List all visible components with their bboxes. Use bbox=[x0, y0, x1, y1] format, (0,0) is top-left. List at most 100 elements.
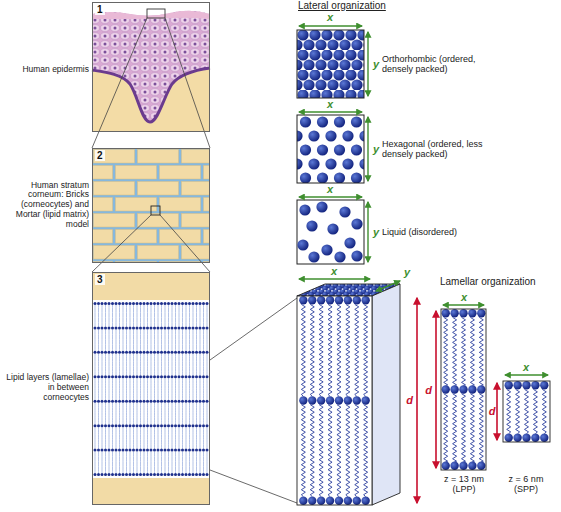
lipid-tail bbox=[203, 329, 204, 350]
lipid-head bbox=[150, 302, 153, 305]
lipid-tail bbox=[172, 427, 173, 448]
lipid-head bbox=[125, 400, 128, 403]
lipid-tail bbox=[189, 305, 190, 326]
lipid-tail bbox=[130, 403, 131, 424]
lipid-tail bbox=[193, 329, 194, 350]
lipid-head bbox=[178, 473, 181, 476]
lipid-head bbox=[136, 400, 139, 403]
lipid-head bbox=[326, 396, 334, 404]
lipid-tail bbox=[95, 403, 96, 424]
lipid-tail bbox=[102, 378, 103, 399]
lipid-head bbox=[101, 375, 104, 378]
lipid-head bbox=[181, 473, 184, 476]
lipid-tail bbox=[133, 427, 134, 448]
lipid-tail bbox=[203, 452, 204, 473]
lipid-tail bbox=[158, 403, 159, 424]
lipid-tail bbox=[310, 405, 314, 497]
lipid-head bbox=[132, 302, 135, 305]
lipid-tail bbox=[144, 329, 145, 350]
lipid-head bbox=[129, 473, 132, 476]
lipid-tail bbox=[137, 452, 138, 473]
lipid-tail bbox=[172, 305, 173, 326]
lipid-head bbox=[513, 434, 521, 442]
lipid-tail bbox=[189, 378, 190, 399]
lipid-tail bbox=[116, 305, 117, 326]
axis-label: x bbox=[457, 292, 471, 303]
size-label: z = 13 nm (LPP) bbox=[438, 474, 490, 495]
lipid-head bbox=[94, 424, 97, 427]
lipid-tail bbox=[147, 403, 148, 424]
lipid-head bbox=[171, 375, 174, 378]
lipid-head bbox=[153, 473, 156, 476]
lipid-tail bbox=[112, 452, 113, 473]
lipid-head bbox=[129, 400, 132, 403]
illustration-shape bbox=[367, 32, 368, 96]
lipid-tail bbox=[116, 329, 117, 350]
lipid-tail bbox=[126, 329, 127, 350]
lipid-tail bbox=[126, 427, 127, 448]
lipid-head bbox=[477, 385, 485, 393]
illustration-shape bbox=[297, 115, 364, 183]
lipid-head bbox=[146, 400, 149, 403]
illustration-shape bbox=[299, 278, 370, 279]
lipid-head bbox=[132, 424, 135, 427]
axis-label: x bbox=[323, 99, 337, 110]
lipid-head bbox=[115, 424, 118, 427]
lipid-tail bbox=[151, 354, 152, 375]
dimension-label: d bbox=[488, 406, 496, 417]
illustration-shape bbox=[441, 309, 486, 470]
lipid-head bbox=[192, 375, 195, 378]
lipid-tail bbox=[444, 394, 448, 462]
lipid-tail bbox=[144, 403, 145, 424]
lipid-tail bbox=[151, 403, 152, 424]
lipid-tail bbox=[193, 452, 194, 473]
panel-label: Human stratum corneum: Bricks (corneocyt… bbox=[3, 181, 89, 230]
lipid-tail bbox=[161, 427, 162, 448]
lipid-head bbox=[139, 473, 142, 476]
lipid-tail bbox=[196, 305, 197, 326]
lipid-tail bbox=[200, 378, 201, 399]
lipid-head bbox=[181, 400, 184, 403]
lipid-tail bbox=[137, 403, 138, 424]
lipid-head bbox=[125, 375, 128, 378]
lipid-head bbox=[160, 473, 163, 476]
lipid-tail bbox=[542, 389, 546, 433]
lipid-head bbox=[181, 351, 184, 354]
zoom-lines bbox=[92, 18, 297, 503]
lipid-bilayers bbox=[94, 296, 549, 505]
lipid-tail bbox=[165, 354, 166, 375]
lipid-head bbox=[139, 449, 142, 452]
lipid-tail bbox=[337, 304, 341, 396]
lipid-head bbox=[115, 302, 118, 305]
lipid-head bbox=[202, 473, 205, 476]
lipid-head bbox=[160, 375, 163, 378]
lipid-head bbox=[174, 375, 177, 378]
lipid-head bbox=[97, 302, 100, 305]
lipid-tail bbox=[168, 427, 169, 448]
illustration-shape bbox=[339, 206, 350, 217]
lipid-head bbox=[104, 400, 107, 403]
epidermis-picture bbox=[92, 2, 210, 132]
lipid-head bbox=[139, 375, 142, 378]
lipid-tail bbox=[112, 378, 113, 399]
lipid-tail bbox=[328, 304, 332, 396]
lipid-head bbox=[459, 385, 467, 393]
lipid-head bbox=[150, 400, 153, 403]
lipid-tail bbox=[119, 329, 120, 350]
lipid-head bbox=[317, 497, 325, 505]
lipid-tail bbox=[203, 354, 204, 375]
lipid-tail bbox=[144, 427, 145, 448]
lipid-head bbox=[195, 375, 198, 378]
lipid-tail bbox=[130, 378, 131, 399]
lipid-tail bbox=[116, 403, 117, 424]
lipid-head bbox=[125, 424, 128, 427]
lipid-tail bbox=[151, 452, 152, 473]
lipid-head bbox=[143, 351, 146, 354]
lipid-tail bbox=[144, 305, 145, 326]
lipid-head bbox=[195, 473, 198, 476]
lipid-tail bbox=[203, 427, 204, 448]
lipid-head bbox=[206, 449, 209, 452]
lipid-head bbox=[206, 400, 209, 403]
lipid-head bbox=[122, 473, 125, 476]
lipid-head bbox=[185, 449, 188, 452]
